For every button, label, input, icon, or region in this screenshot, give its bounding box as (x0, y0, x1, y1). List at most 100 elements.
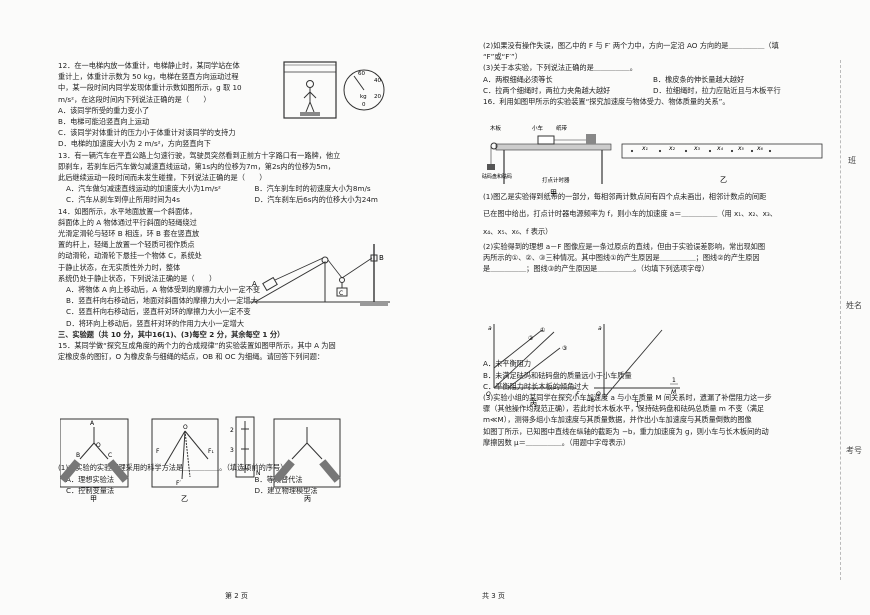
dial-label: 20 (374, 94, 381, 100)
tape-x1: x₁ (641, 145, 649, 152)
tape-x4: x₄ (716, 145, 724, 152)
tape-x6: x₆ (756, 145, 764, 152)
figure-jia-caption: 甲 (90, 495, 97, 503)
q13-options-row: A．汽车做匀减速直线运动的加速度大小为1m/s² B．汽车刹车时的初速度大小为8… (58, 183, 443, 194)
fig-O-label: O (183, 424, 188, 431)
q16-2-option: B．未满足砝码和砝码盘的质量远小于小车质量 (483, 370, 632, 380)
label-cart: 小车 (532, 124, 544, 132)
q15-2-line: “F”或“F′”） (483, 52, 522, 62)
page-number-right: 共 3 页 (482, 592, 505, 600)
q16-2-line: 是＿＿＿＿＿；图线③的产生原因是＿＿＿＿＿。（均填下列选项字母） (483, 264, 709, 274)
question-13: 13．有一辆汽车在平直公路上匀速行驶，驾驶员突然看到正前方十字路口有一路牌，他立… (58, 150, 443, 206)
q13-line: 即刹车，若刹车后汽车做匀减速直线运动，第1s内的位移为7m，第2s内的位移为5m… (58, 161, 335, 171)
q12-option: A．该同学所受的重力变小了 (58, 105, 150, 115)
question-15: 15．某同学做“探究互成角度的两个力的合成规律”的实验装置如图甲所示，其中 A … (58, 340, 443, 362)
axis-1-over-M-num: 1 (672, 377, 676, 384)
q14-line: 14．如图所示，水平地面放置一个斜面体， (58, 206, 197, 216)
q15-3-option: D．拉细绳时，拉力应贴近且与木板平行 (653, 85, 781, 95)
q16-2-line: 丙所示的①、②、③三种情况。其中图线①的产生原因是＿＿＿＿＿；图线②的产生原因 (483, 253, 760, 263)
q13-options-row: C．汽车从刹车到停止所用时间为4s D．汽车刹车后6s内的位移大小为24m (58, 194, 443, 205)
figure-ding-caption: 丁 (634, 400, 641, 408)
q14-option: C．竖直杆向右移动后，竖直杆对环的摩擦力大小一定不变 (66, 307, 251, 317)
q14-line: 的动滑轮，动滑轮下悬挂一个物体 C，系统处 (58, 251, 202, 261)
section-3-heading: 三、实验题（共 10 分，其中16(1)、(3)每空 2 分，其余每空 1 分） (58, 329, 285, 339)
dial-label: 0 (362, 102, 366, 108)
q16-3-line: m≪M），测得多组小车加速度与其质量数据，并作出小车加速度与其质量倒数的图像 (483, 415, 752, 425)
q13-option: C．汽车从刹车到停止所用时间为4s (66, 195, 180, 205)
q16-1-line: x₄、x₅、x₆、f 表示） (483, 226, 553, 236)
label-B: B (379, 254, 384, 262)
fig-C-label: C (108, 452, 112, 459)
scale-unit: N (256, 470, 261, 477)
q15-line: 定橡皮条的图钉，O 为橡皮条与细绳的结点，OB 和 OC 为细绳。请回答下列问题… (58, 352, 325, 362)
q16-2-line: (2)实验得到的理想 a－F 图像应是一条过原点的直线，但由于实验误差影响，常出… (483, 241, 766, 251)
q15-2-line: (2)如果没有操作失误，图乙中的 F 与 F′ 两个力中，方向一定沿 AO 方向… (483, 41, 779, 50)
q15-line: 15．某同学做“探究互成角度的两个力的合成规律”的实验装置如图甲所示，其中 A … (58, 341, 336, 351)
margin-id-label: 考号 (846, 446, 862, 455)
q15-option: C．控制变量法 (66, 485, 115, 495)
curve-2-label: ② (528, 335, 534, 342)
scale-label: 2 (230, 427, 234, 434)
right-column: (2)如果没有操作失误，图乙中的 F 与 F′ 两个力中，方向一定沿 AO 方向… (483, 40, 823, 448)
q12-line: 重计上，体重计示数为 50 kg，电梯在竖直方向运动过程 (58, 72, 239, 82)
q14-option: B．竖直杆向右移动后，地面对斜面体的摩擦力大小一定增大 (66, 296, 258, 306)
q12-line: 中，某一段时间内同学发现体重计示数如图所示，g 取 10 (58, 83, 242, 93)
origin-O: O (486, 391, 491, 398)
margin-class-label: 班 (848, 156, 856, 165)
axis-a: a (598, 325, 602, 332)
q15-sub1: (1)本实验的实验原理采用的科学方法是＿＿＿＿＿。（填选项前的序号） (58, 463, 288, 473)
dial-label: 40 (374, 78, 381, 84)
q16-1-line: (1)图乙是实验得到纸带的一部分，每相邻两计数点间有四个点未画出，相邻计数点的间… (483, 192, 767, 202)
origin-O: O (596, 391, 601, 398)
label-C: C (339, 290, 343, 297)
tape-x5: x₅ (737, 145, 745, 152)
cart-experiment-figure: 木板 小车 纸带 砝码盘和砝码 打点计时器 甲 x₁ x₂ x₃ x₄ x₅ x… (482, 124, 823, 197)
tape-dots (630, 149, 772, 153)
q16-3-line: 如图丁所示，已知图中直线在纵轴的截距为 −b，重力加速度为 g，则小车与长木板间… (483, 426, 769, 436)
q14-line: 光滑定滑轮与轻环 B 相连，环 B 套在竖直放 (58, 229, 200, 239)
left-column: 12．在一电梯内放一体重计，电梯静止时，某同学站在体 重计上，体重计示数为 50… (58, 40, 443, 496)
scale-label: 3 (230, 447, 234, 454)
q14-line: 置的杆上，轻绳上放置一个轻质可视作质点 (58, 240, 195, 250)
tape-x2: x₂ (668, 145, 676, 152)
axis-1-over-M-den: M (671, 389, 677, 396)
q16-3-line: (3)实验小组的某同学在探究小车加速度 a 与小车质量 M 间关系时，遗漏了补偿… (483, 393, 772, 403)
q15-3-options-row: A．两根细绳必须等长 B．橡皮条的伸长量越大越好 (483, 74, 823, 85)
q16-3-line: 摩擦因数 μ＝＿＿＿＿＿。（用题中字母表示） (483, 437, 631, 447)
q15-3-line: (3)关于本实验，下列说法正确的是＿＿＿＿＿。 (483, 63, 637, 73)
q15-option: D．建立物理模型法 (254, 485, 318, 495)
figure-yi-caption: 乙 (181, 495, 188, 503)
label-tape: 纸带 (556, 124, 568, 132)
axis-F: F (576, 391, 580, 398)
q14-option: A．将物体 A 向上移动后，A 物体受到的摩擦力大小一定不变 (66, 285, 261, 295)
margin-name-label: 姓名 (846, 301, 862, 310)
tape-x3: x₃ (693, 145, 701, 152)
question-14: 14．如图所示，水平地面放置一个斜面体， 斜面体上的 A 物体通过平行斜面的轻绳… (58, 206, 443, 329)
q12-option: C．该同学对体重计的压力小于体重计对该同学的支持力 (58, 128, 236, 138)
q15-option: A．理想实验法 (66, 474, 115, 484)
q14-line: 系统仍处于静止状态，下列说法正确的是（ ） (58, 273, 217, 283)
figure-jia-caption: 甲 (550, 189, 557, 197)
page-number-left: 第 2 页 (225, 592, 248, 600)
question-12: 12．在一电梯内放一体重计，电梯静止时，某同学站在体 重计上，体重计示数为 50… (58, 60, 278, 150)
force-composition-figures: A O B C 甲 O F F₁ F′ 乙 2 3 N (60, 416, 341, 503)
intercept-label: −b (586, 397, 595, 404)
curve-1-label: ① (540, 327, 545, 334)
q13-line: 13．有一辆汽车在平直公路上匀速行驶，驾驶员突然看到正前方十字路口有一路牌，他立 (58, 150, 341, 160)
q13-line: 此后继续运动一段时间而未发生碰撞，下列说法正确的是（ ） (58, 173, 267, 183)
fig-F1-label: F₁ (208, 448, 214, 455)
fig-F-label: F (156, 448, 160, 455)
incline-pulley-figure: A C B (250, 244, 390, 306)
q12-option: D．电梯的加速度大小为 2 m/s²，方向竖直向下 (58, 139, 211, 149)
graphs-figure: a O F ① ② ③ 丙 a O 1 M −b 丁 (486, 324, 680, 408)
binding-line (840, 60, 841, 580)
figure-bing-caption: 丙 (304, 495, 311, 503)
q16-2-option: A．未平衡阻力 (483, 359, 532, 369)
label-board: 木板 (490, 124, 502, 132)
fig-O-label: O (96, 442, 101, 449)
q16-line: 16．利用如图甲所示的实验装置“探究加速度与物体受力、物体质量的关系”。 (483, 97, 730, 107)
label-timer: 打点计时器 (542, 176, 570, 184)
q15-3-options-row: C．拉两个细绳时，两拉力夹角越大越好 D．拉细绳时，拉力应贴近且与木板平行 (483, 85, 823, 96)
q15-3-option: C．拉两个细绳时，两拉力夹角越大越好 (483, 85, 611, 95)
